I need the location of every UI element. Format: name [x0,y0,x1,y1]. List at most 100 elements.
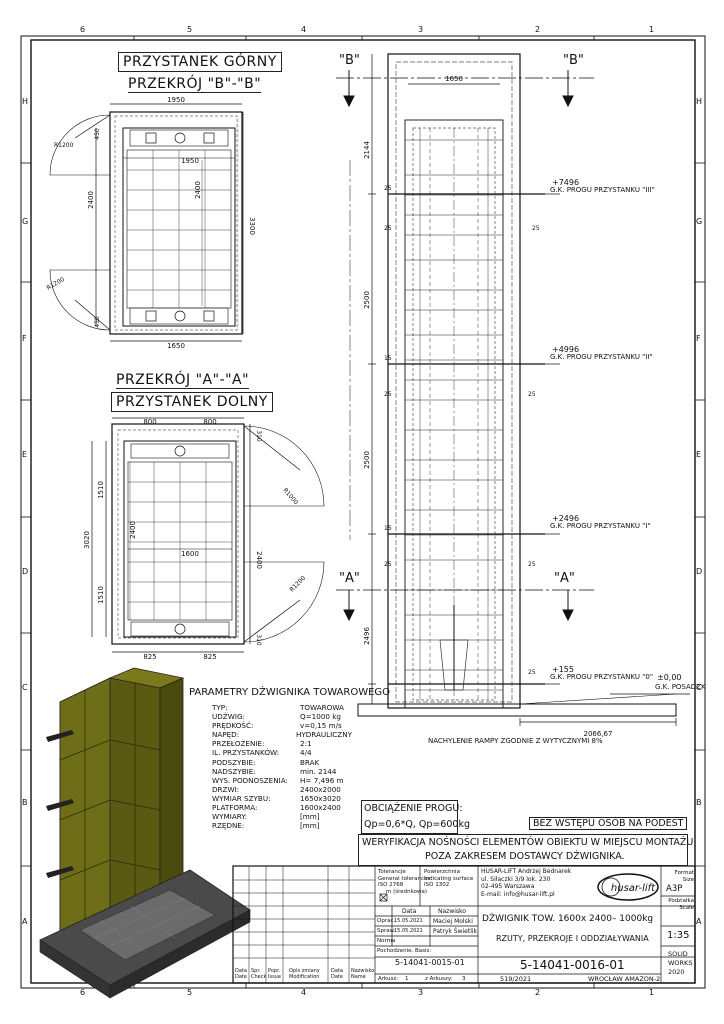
surface-en: Indicating surface [424,875,474,882]
dim-floor-spacing-1: 2500 [363,291,371,309]
param-row: PRZEŁOŻENIE:2:1 [212,739,352,748]
dim-overhead: 2144 [363,141,371,159]
company-email: E-mail: info@husar-lift.pl [481,890,555,898]
col-label-3-top: 3 [418,25,424,34]
param-value: TOWAROWA [300,703,344,712]
scale-value: 1:35 [667,930,690,941]
dim-top-width-outer: 1950 [167,96,185,104]
dim-bottom-left: 825 [143,653,156,661]
software-line-3: 2020 [668,968,685,976]
svg-text:husar-lift: husar-lift [611,883,656,894]
dim-shaft-width: 1650 [445,75,463,83]
gap-i-left: 25 [384,561,392,568]
surface-block: Powierzchnia Indicating surface ISO 1302 [424,869,473,889]
col-data-header: Data [402,908,417,915]
verification-note-box: WERYFIKACJA NOŚNOŚCI ELEMENTÓW OBIEKTU W… [358,834,693,866]
rev-col-issue: Popr. Issue [268,968,281,980]
row-label-d-right: D [696,567,703,576]
dim-bottom-inner-height: 2400 [129,521,137,539]
param-value: 2:1 [300,739,312,749]
dim-top-radius-2: R1200 [46,276,66,292]
load-value: Qp=0,6*Q, Qp=600kg [364,819,470,830]
title-block-grid [232,865,696,984]
load-note-box: OBCIĄŻENIE PROGU: Qp=0,6*Q, Qp=600kg [361,800,470,834]
dim-top-height-main: 2400 [87,191,95,209]
gap-iii-top: 25 [384,185,392,192]
tolerance-label: Tolerancje [378,869,406,875]
param-row: PRĘDKOŚĆ:v=0,15 m/s [212,721,352,730]
row-label-b-left: B [22,798,28,807]
gap-iii-left: 25 [384,225,392,232]
col-label-6-top: 6 [80,25,86,34]
dim-bottom-top-gap: 310 [255,430,262,442]
param-row: IL. PRZYSTANKÓW:4/4 [212,748,352,757]
dim-bottom-right: 825 [203,653,216,661]
param-row: TYP:TOWAROWA [212,703,352,712]
dim-bottom-right-height: 2400 [255,551,263,569]
dim-top-platform-width: 1650 [167,342,185,350]
param-key: PODSZYBIE: [212,757,256,767]
param-row: WYMIARY:[mm] [212,812,352,821]
rev-col-date-2: Data Date [331,968,343,980]
rev-col-name: Nazwisko Name [351,968,375,980]
param-key: WYS. PODNOSZENIA: [212,775,288,785]
level-0-label: G.K. PROGU PRZYSTANKU "0" [550,673,654,681]
company-city: 02-495 Warszawa [481,883,535,891]
top-stop-title: PRZYSTANEK GÓRNY [118,52,282,72]
gap-i-right: 25 [528,561,536,568]
dim-bottom-bottom-gap: 310 [255,634,262,646]
col-label-5-bottom: 5 [187,988,193,997]
row-label-f-right: F [696,334,701,343]
col-label-2-top: 2 [535,25,541,34]
param-row: PODSZYBIE:BRAK [212,758,352,767]
row-label-h-left: H [22,97,29,106]
dim-top-shaft-height: 3300 [248,217,256,235]
param-key: UDŹWIG: [212,712,245,722]
param-value: 1650x3020 [300,793,341,803]
row-label-a-left: A [22,917,28,926]
param-row: PLATFORMA:1600x2400 [212,803,352,812]
section-arrows [343,70,574,622]
dim-bottom-half-left: 800 [143,418,156,426]
col-label-1-bottom: 1 [649,988,655,997]
drawing-description-1: DŹWIGNIK TOW. 1600x 2400– 1000kg [482,914,654,924]
col-name-header: Nazwisko [438,908,466,915]
row-label-g-right: G [696,217,703,226]
dim-top-gap-top: 450 [94,128,101,140]
param-value: Q=1000 kg [300,712,341,722]
lift-3d-view [39,667,251,999]
top-stop-plan [49,103,244,342]
col-label-3-bottom: 3 [418,988,424,997]
section-bb-title: PRZEKRÓJ "B"-"B" [128,76,262,93]
param-value: [mm] [300,821,320,831]
param-value: [mm] [300,812,320,822]
dim-top-gap-bottom: 450 [94,316,101,328]
row-label-e-left: E [22,450,28,459]
level-0-elev: +155 [552,665,574,674]
section-b-left-marker: "B" [339,53,360,68]
col-label-2-bottom: 2 [535,988,541,997]
company-name: HUSAR-LIFT Andrzej Bednarek [481,868,572,875]
opr-name: Maciej Molski [433,918,473,925]
surface-iso: ISO 1302 [424,882,450,889]
floor-label: G.K. POSADZK [655,683,706,691]
parameters-table: TYP:TOWAROWA UDŹWIG: Q=1000 kg PRĘDKOŚĆ:v… [212,703,352,830]
sheet-number: 1 [405,976,409,982]
dim-top-height-inner: 2400 [194,181,202,199]
param-row: DRZWI:2400x2000 [212,785,352,794]
dim-bottom-platform-width: 1600 [181,550,199,558]
surface-label: Powierzchnia [424,869,460,875]
param-row: NAPĘD:HYDRAULICZNY [212,730,352,739]
software-line-2: WORKS [668,959,693,967]
section-aa-title: PRZEKRÓJ "A"-"A" [116,372,250,389]
dim-bottom-radius-1: R1000 [281,487,299,507]
row-label-g-left: G [22,217,29,226]
param-value: 1600x2400 [300,803,341,813]
company-block: HUSAR-LIFT Andrzej Bednarek ul. Siłaczki… [481,868,571,898]
dim-bottom-half-right: 800 [203,418,216,426]
load-title: OBCIĄŻENIE PROGU: [364,803,463,814]
sheet-label: Arkusz: [378,976,399,982]
col-label-4-top: 4 [301,25,307,34]
dim-top-width-inner: 1950 [181,157,199,165]
param-value: HYDRAULICZNY [295,730,352,740]
